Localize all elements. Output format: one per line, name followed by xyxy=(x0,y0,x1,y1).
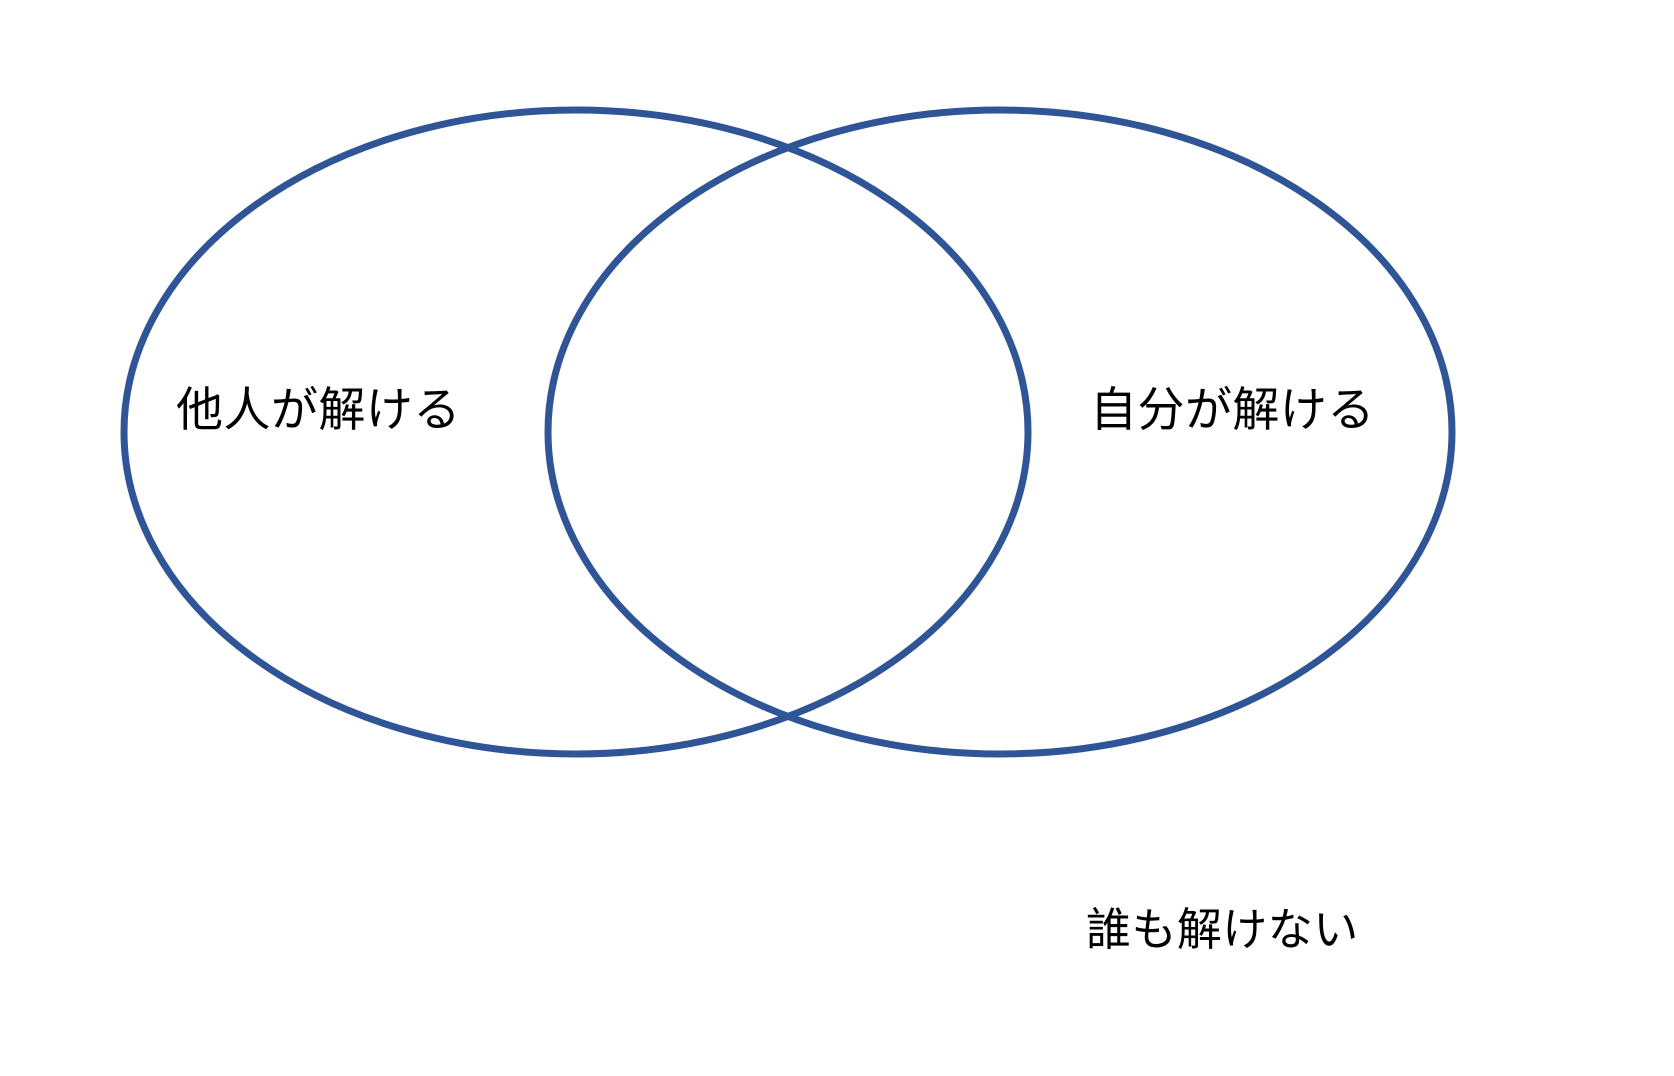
venn-label-outside-region: 誰も解けない xyxy=(1086,903,1359,956)
venn-label-right-set: 自分が解ける xyxy=(1090,383,1375,438)
venn-circle-left[interactable] xyxy=(120,106,1032,758)
venn-circle-right[interactable] xyxy=(544,106,1456,758)
venn-label-left-set: 他人が解ける xyxy=(176,383,461,438)
